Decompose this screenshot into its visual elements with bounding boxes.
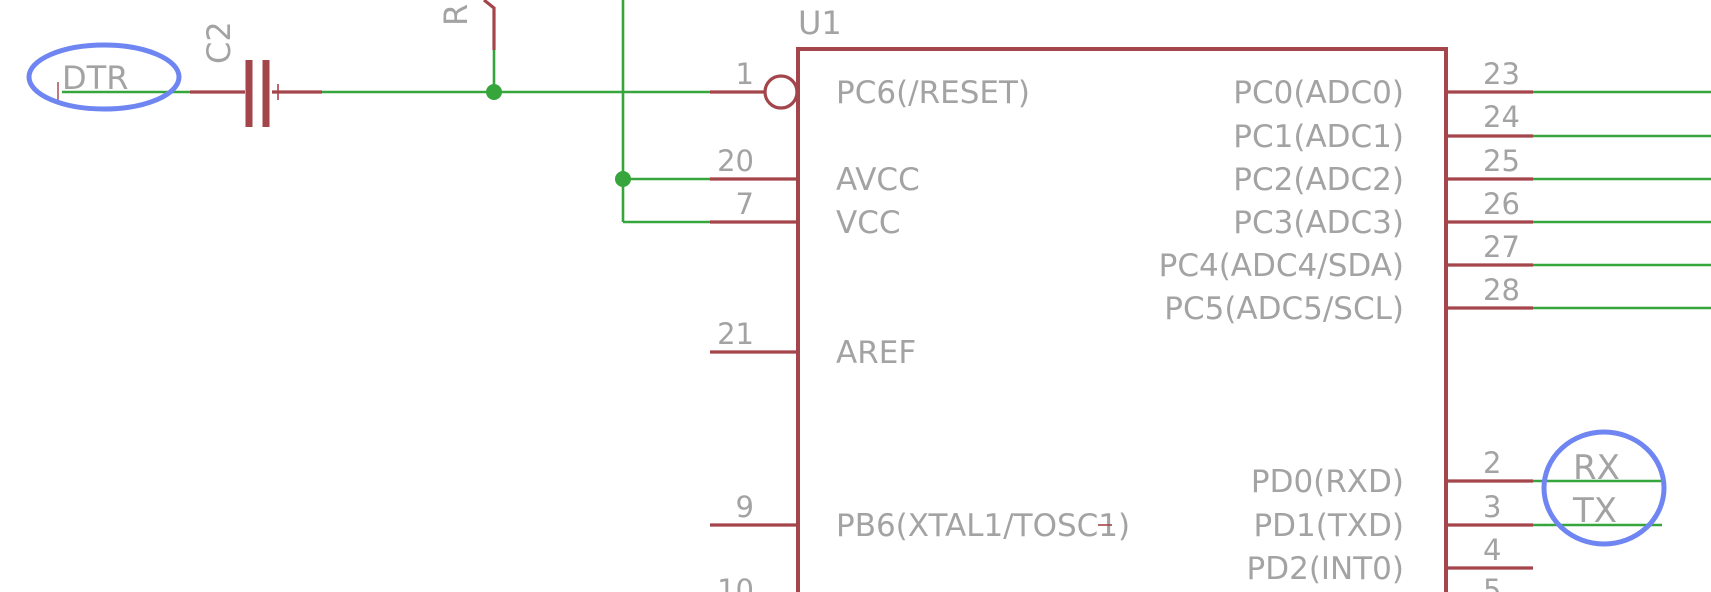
- pin-number: 1: [736, 57, 754, 91]
- pin-name: PC4(ADC4/SDA): [1159, 248, 1404, 284]
- pin-name: PC0(ADC0): [1233, 75, 1404, 111]
- pin-number: 24: [1483, 100, 1520, 134]
- pin-number: 3: [1483, 490, 1501, 524]
- pin-number: 26: [1483, 187, 1520, 221]
- highlight-marks: [26, 42, 1667, 547]
- pin-name: PC5(ADC5/SCL): [1164, 291, 1404, 327]
- pin-name: PD2(INT0): [1247, 551, 1404, 587]
- net-labels: DTR RX TX: [57, 59, 1620, 531]
- pin-name: PD0(RXD): [1251, 464, 1404, 500]
- pin-name: PC2(ADC2): [1233, 162, 1404, 198]
- pin-number: 23: [1483, 57, 1520, 91]
- pin-number: 2: [1483, 446, 1501, 480]
- pin-name: VCC: [836, 205, 901, 241]
- net-label-rx[interactable]: RX: [1573, 448, 1620, 488]
- ic-body: [796, 47, 1448, 592]
- highlight-dtr: [26, 42, 182, 112]
- pin-number: 21: [717, 317, 754, 351]
- inverted-pin-bubble: [763, 74, 799, 110]
- pin-number: 20: [717, 144, 754, 178]
- highlight-rx-tx: [1541, 429, 1667, 547]
- left-pins: 1 20 7 21 9 10 PC6(/RESET) AVCC VCC AREF…: [710, 57, 1130, 592]
- pin-number: 9: [736, 490, 754, 524]
- pin-name: PC3(ADC3): [1233, 205, 1404, 241]
- wires: [62, 0, 1711, 527]
- pin-number: 28: [1483, 273, 1520, 307]
- capacitor-c2[interactable]: C2: [190, 21, 322, 127]
- pin-number: 10: [717, 573, 754, 592]
- junction-dot: [486, 84, 502, 100]
- pin-number: 25: [1483, 144, 1520, 178]
- net-label-tx[interactable]: TX: [1572, 491, 1617, 531]
- pin-name: PD1(TXD): [1253, 508, 1404, 544]
- pin-name: AREF: [836, 335, 916, 371]
- pin-number: 7: [736, 187, 754, 221]
- ic-ref: U1: [798, 4, 842, 42]
- pin-name: PB6(XTAL1/TOSC1): [836, 508, 1130, 544]
- pin-name: PC6(/RESET): [836, 75, 1030, 111]
- capacitor-ref: C2: [200, 21, 238, 64]
- pin-number: 5: [1483, 573, 1501, 592]
- resistor-r[interactable]: R: [437, 0, 496, 50]
- pin-name: PC1(ADC1): [1233, 119, 1404, 155]
- pin-name: AVCC: [836, 162, 920, 198]
- ic-u1[interactable]: U1: [796, 4, 1448, 592]
- pin-number: 4: [1483, 533, 1501, 567]
- pin-number: 27: [1483, 230, 1520, 264]
- junction-dot: [615, 171, 631, 187]
- net-label-dtr[interactable]: DTR: [62, 59, 128, 97]
- resistor-ref: R: [437, 4, 475, 26]
- right-pins: 23 24 25 26 27 28 2 3 4 5 PC0(ADC0) PC1(…: [1159, 57, 1533, 592]
